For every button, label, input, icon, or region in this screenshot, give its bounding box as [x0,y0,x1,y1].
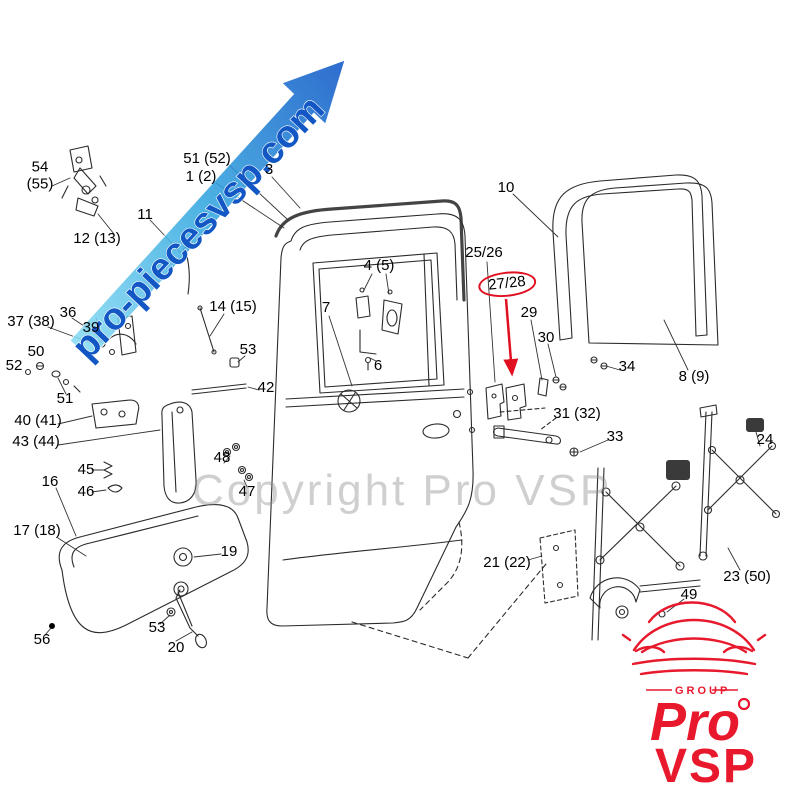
watermark-arrow [69,59,346,361]
glass-screws [590,356,608,370]
highlight-arrow [503,298,519,377]
leader-lines [44,163,761,642]
outside-handle [161,401,197,504]
door-check-strap [492,407,579,457]
handle-bracket [91,399,140,429]
door-trim-panel [49,504,249,649]
provsp-name-top: Pro [650,692,740,752]
glass-run-channel [552,174,708,341]
door-panel [266,213,547,659]
provsp-group-text: GROUP [675,685,730,697]
window-regulator-main [539,460,701,641]
provsp-car-icon [621,601,767,676]
window-regulator-second [698,404,781,561]
lock-mechanism-cluster [61,145,107,217]
window-glass [581,182,719,346]
provsp-logo: GROUP Pro VSP [621,601,767,793]
provsp-name-bottom: VSP [655,740,757,793]
linkage-rods [182,246,247,395]
door-hinges [485,376,567,421]
door-seal [274,199,466,302]
copyright-watermark: Copyright Pro VSP [192,466,612,515]
mirror-bracket-parts [355,287,403,371]
watermark-diagonal-text: pro-piecesvsp.com [64,88,333,368]
